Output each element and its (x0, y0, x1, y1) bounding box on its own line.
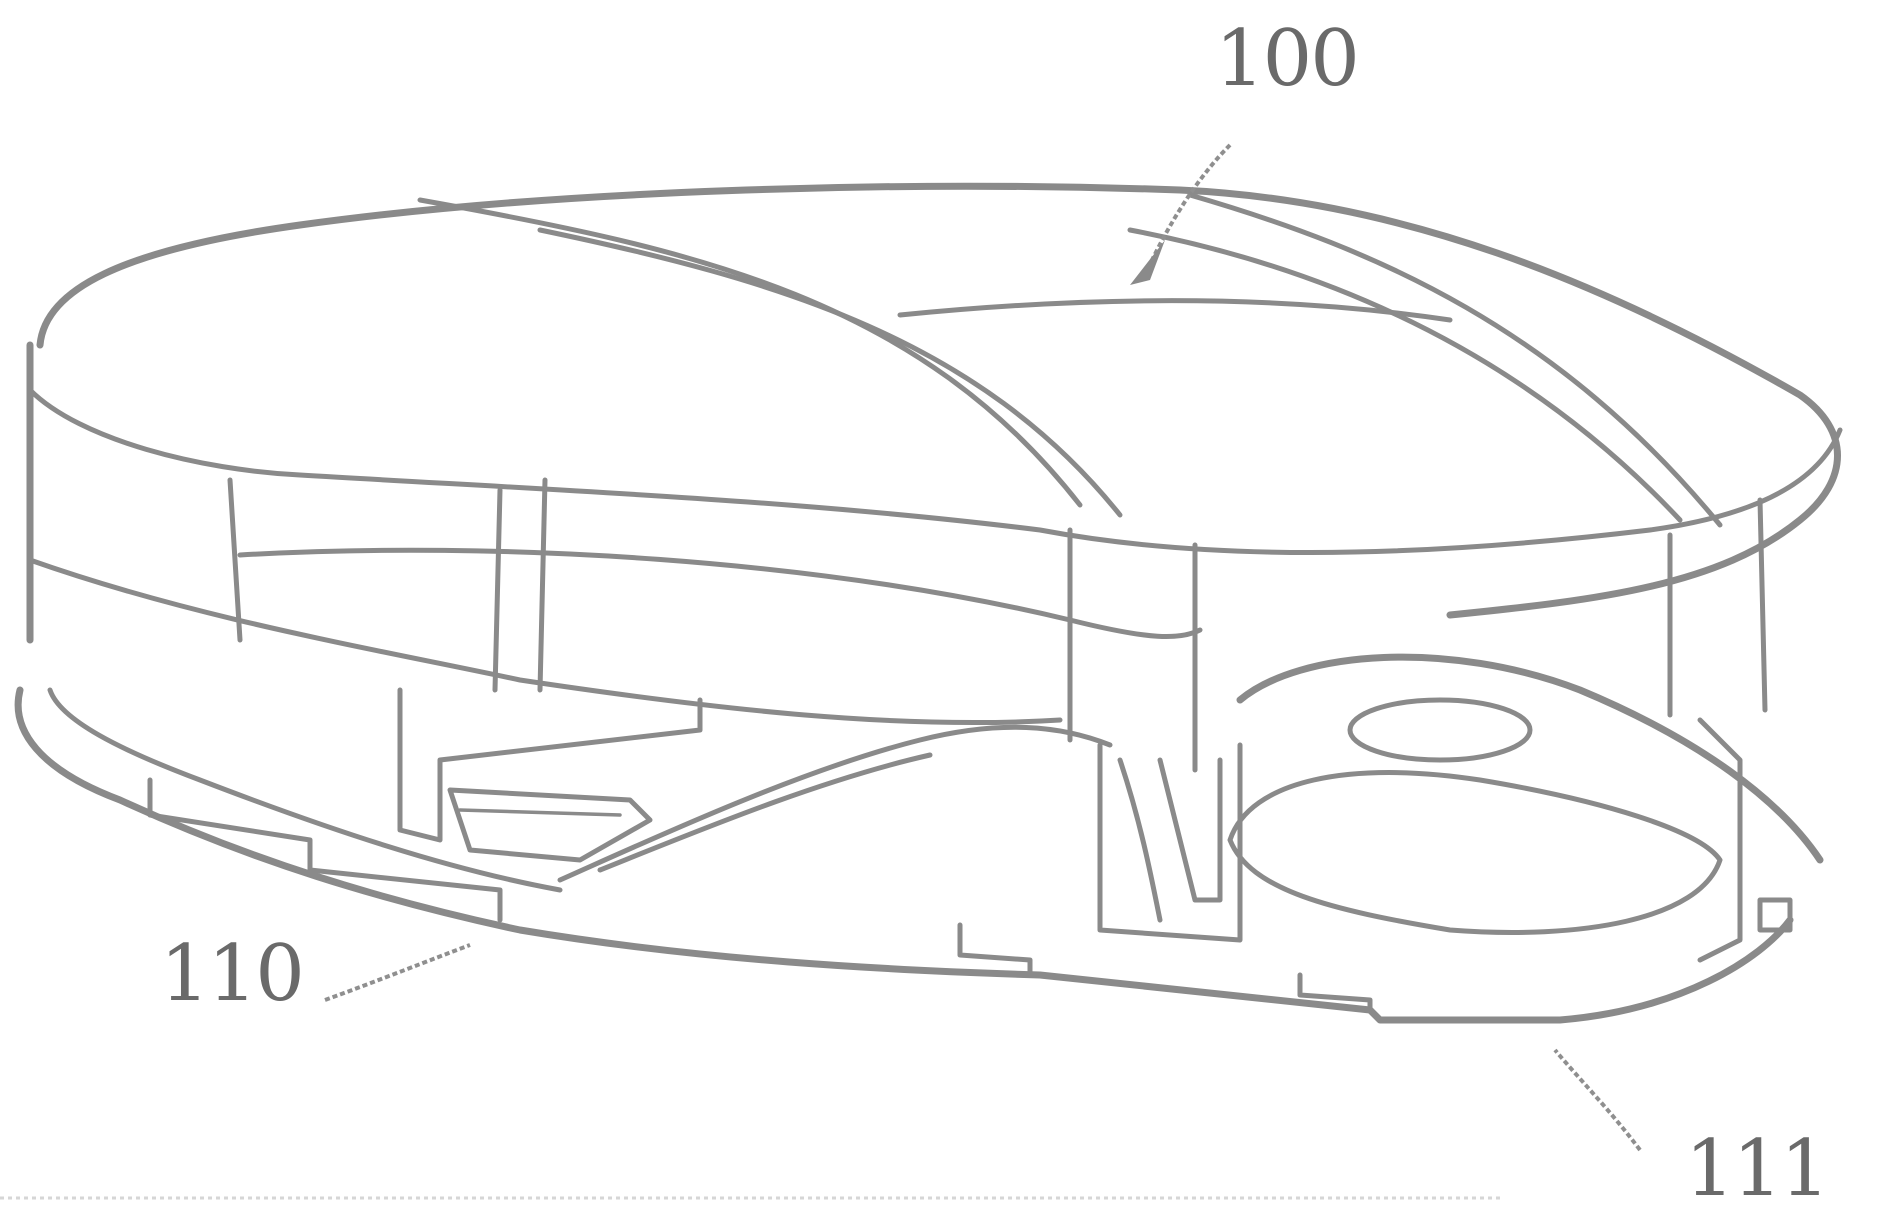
side-panel-divider-3 (540, 480, 545, 690)
top-shell-center-ridge-lower (540, 230, 1120, 515)
top-shell-right-ridge (1190, 195, 1720, 525)
center-column-inner-2 (1160, 760, 1220, 900)
base-step-1 (150, 780, 500, 920)
center-column (1100, 745, 1240, 940)
side-panel-divider-2 (495, 490, 500, 690)
reference-label-111: 111 (1685, 1130, 1828, 1208)
center-panel (560, 727, 1110, 880)
leader-111 (1555, 1050, 1640, 1150)
leader-110 (325, 945, 470, 1000)
left-mechanism (400, 690, 700, 860)
center-panel-curve (560, 727, 1110, 880)
left-mech-plate (450, 790, 650, 860)
left-mech-detail (460, 810, 620, 815)
reference-label-110: 110 (160, 935, 303, 1013)
right-wheel-housing (1230, 657, 1820, 960)
right-housing-hub (1350, 700, 1530, 760)
center-column-inner (1120, 760, 1160, 920)
top-shell-front-edge (30, 390, 1840, 553)
device-side-band (30, 345, 1765, 770)
base-step-2 (960, 925, 1030, 975)
side-band-upper-line (240, 550, 1200, 636)
right-housing-wheel-outline (1230, 773, 1720, 933)
reference-label-100: 100 (1215, 20, 1358, 98)
side-panel-divider-7 (1760, 500, 1765, 710)
center-panel-curve-inner (600, 755, 930, 870)
right-housing-outer (1240, 657, 1820, 860)
left-mech-block (400, 690, 700, 840)
leader-100-arrowhead (1130, 240, 1165, 285)
top-shell-center-ridge-upper (420, 200, 1080, 505)
